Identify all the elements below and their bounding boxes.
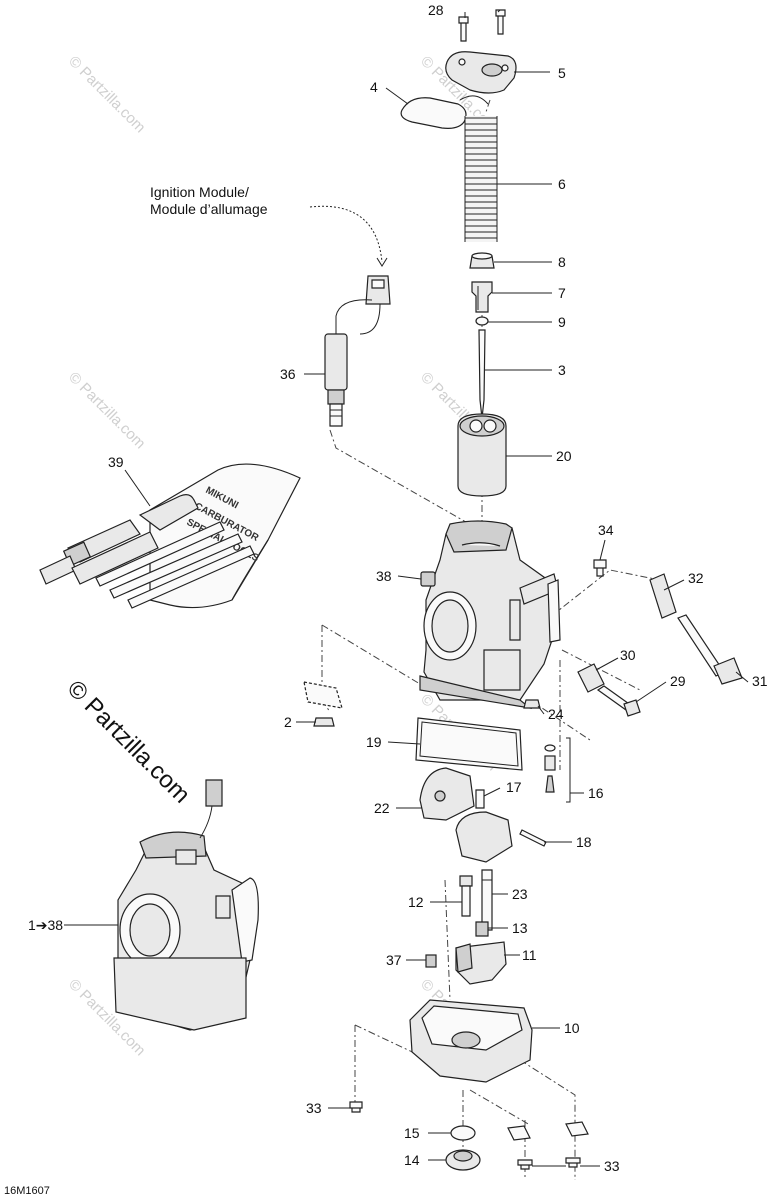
watermark: © Partzilla.com <box>65 53 148 136</box>
callout-7: 7 <box>558 285 566 301</box>
callout-8: 8 <box>558 254 566 270</box>
callout-32: 32 <box>688 570 704 586</box>
callout-34: 34 <box>598 522 614 538</box>
annotation-line-2: Module d’allumage <box>150 201 268 217</box>
callout-11: 11 <box>522 947 537 963</box>
callout-22: 22 <box>374 800 390 816</box>
part-36-sensor <box>324 275 391 427</box>
callout-10: 10 <box>564 1020 580 1036</box>
callout-16: 16 <box>588 785 604 801</box>
part-12-pilot-jet <box>459 875 473 917</box>
part-16-needle-valve <box>544 737 571 803</box>
part-22-float <box>419 767 513 863</box>
callout-33: 33 <box>306 1100 322 1116</box>
part-18-float-pin <box>519 829 547 847</box>
callout-9: 9 <box>558 314 566 330</box>
callout-28: 28 <box>428 2 444 18</box>
part-33-screws <box>349 1101 589 1170</box>
callouts: 28 5 4 6 8 7 9 36 3 39 20 34 38 32 31 30… <box>28 2 768 1174</box>
part-37-plug <box>425 954 437 968</box>
callout-6: 6 <box>558 176 566 192</box>
part-3-jet-needle <box>478 329 486 419</box>
part-10-float-bowl <box>409 999 533 1083</box>
part-9-clip <box>475 316 489 326</box>
part-8-spring-seat <box>469 252 495 269</box>
callout-2: 2 <box>284 714 292 730</box>
assembly-callout: 1➔38 <box>28 917 63 933</box>
callout-leaders <box>64 9 749 1167</box>
part-13-main-jet <box>475 921 489 937</box>
part-4-cover-gasket <box>400 95 489 129</box>
callout-5: 5 <box>558 65 566 81</box>
part-23-needle-jet <box>481 869 493 931</box>
part-6-spring <box>464 116 498 242</box>
callout-36: 36 <box>280 366 296 382</box>
watermark-large: © Partzilla.com <box>62 675 195 808</box>
annotation-line-1: Ignition Module/ <box>150 184 249 200</box>
callout-20: 20 <box>556 448 572 464</box>
part-39-tool-kit: MIKUNI CARBURATOR SPECIAL TOOLS <box>39 463 301 609</box>
part-5-top-cover <box>445 51 517 94</box>
callout-33: 33 <box>604 1158 620 1174</box>
part-17-pin-screw <box>475 789 485 809</box>
ignition-module-annotation: Ignition Module/ Module d’allumage <box>150 184 388 267</box>
callout-23: 23 <box>512 886 528 902</box>
callout-31: 31 <box>752 673 768 689</box>
part-19-bowl-gasket <box>415 717 523 771</box>
part-31-adjuster-screw <box>677 614 743 685</box>
part-32-spring <box>649 573 677 619</box>
callout-19: 19 <box>366 734 382 750</box>
part-14-drain-plug <box>445 1149 481 1171</box>
callout-29: 29 <box>670 673 686 689</box>
part-24-plug <box>523 699 541 709</box>
callout-37: 37 <box>386 952 402 968</box>
callout-13: 13 <box>512 920 528 936</box>
part-38-air-jet <box>420 571 436 587</box>
part-20-throttle-valve <box>457 413 507 497</box>
callout-30: 30 <box>620 647 636 663</box>
callout-14: 14 <box>404 1152 420 1168</box>
callout-15: 15 <box>404 1125 420 1141</box>
callout-3: 3 <box>558 362 566 378</box>
callout-4: 4 <box>370 79 378 95</box>
callout-24: 24 <box>548 706 564 722</box>
part-15-o-ring <box>450 1125 476 1141</box>
callout-17: 17 <box>506 779 522 795</box>
part-34-screw <box>593 559 607 577</box>
callout-38: 38 <box>376 568 392 584</box>
callout-12: 12 <box>408 894 424 910</box>
part-7-needle-holder <box>471 281 493 313</box>
callout-39: 39 <box>108 454 124 470</box>
drawing-code: 16M1607 <box>4 1185 50 1197</box>
part-30-spring <box>577 663 605 693</box>
callout-18: 18 <box>576 834 592 850</box>
carburetor-body <box>419 520 561 709</box>
watermark: © Partzilla.com <box>65 369 148 452</box>
part-28-screws <box>458 9 506 42</box>
part-11-baffle <box>455 941 507 985</box>
assembled-carburetor <box>113 779 259 1031</box>
part-2-bracket <box>303 681 343 727</box>
part-29-adjuster-screw <box>596 685 641 717</box>
